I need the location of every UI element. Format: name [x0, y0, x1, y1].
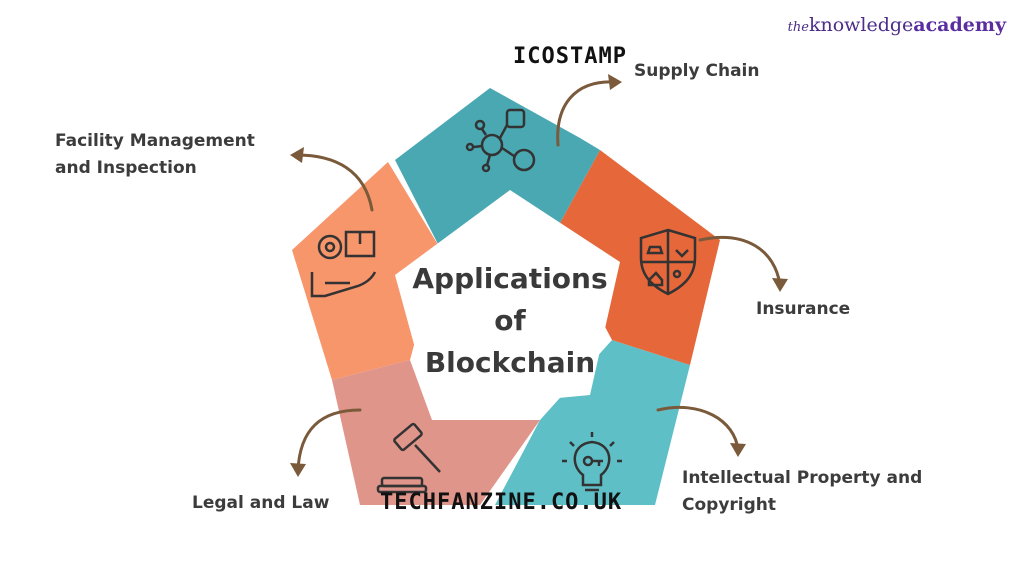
watermark-bottom: TECHFANZINE.CO.UK	[380, 490, 623, 515]
arrowhead-legal	[290, 463, 306, 477]
segment-supply	[395, 88, 600, 248]
segment-ip	[495, 340, 690, 505]
label-ip: Intellectual Property and Copyright	[682, 465, 922, 519]
logo-main: knowledge	[808, 14, 914, 36]
arrow-supply-chain	[556, 80, 617, 147]
watermark-top: ICOSTAMP	[513, 44, 627, 69]
label-insurance: Insurance	[756, 299, 851, 319]
arrowhead-supply	[608, 74, 622, 90]
arrow-ip	[656, 405, 740, 452]
shield-icon	[639, 228, 697, 296]
center-line-2: of	[494, 304, 526, 337]
gavel-icon	[376, 422, 441, 494]
network-icon	[465, 108, 536, 173]
arrowhead-facility	[290, 147, 304, 163]
segment-insurance	[555, 150, 720, 365]
arrow-facility	[295, 153, 374, 212]
arrow-legal	[296, 408, 362, 472]
logo-prefix: the	[787, 20, 809, 35]
label-facility-line-1: Facility Management	[55, 131, 255, 151]
label-facility: Facility Management and Inspection	[55, 128, 255, 182]
label-facility-line-2: and Inspection	[55, 158, 197, 178]
center-line-3: Blockchain	[424, 346, 596, 379]
segment-legal	[332, 360, 540, 505]
label-ip-line-1: Intellectual Property and	[682, 468, 923, 488]
lightbulb-key-icon	[562, 432, 622, 492]
segment-facility	[292, 162, 440, 380]
arrowhead-insurance	[772, 278, 788, 292]
arrowhead-ip	[730, 443, 746, 457]
arrow-insurance	[698, 235, 782, 287]
label-supply-chain: Supply Chain	[634, 61, 760, 81]
label-legal: Legal and Law	[192, 493, 330, 513]
gear-box-hand-icon	[310, 230, 377, 298]
brand-logo: theknowledgeacademy	[788, 14, 1006, 36]
logo-accent: academy	[913, 14, 1006, 36]
center-title: Applications of Blockchain	[395, 258, 625, 384]
label-ip-line-2: Copyright	[682, 495, 777, 515]
center-line-1: Applications	[412, 262, 608, 295]
center-pentagon	[395, 190, 620, 410]
